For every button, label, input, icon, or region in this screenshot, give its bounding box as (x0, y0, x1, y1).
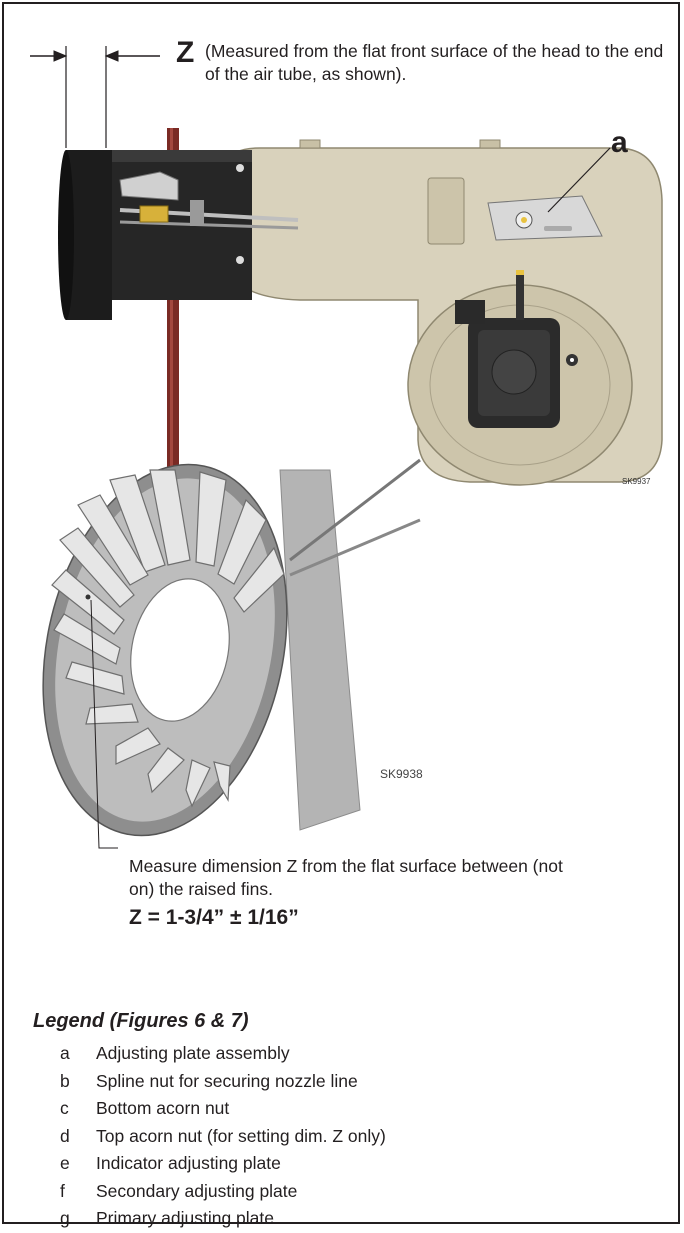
legend-list: a Adjusting plate assembly b Spline nut fo… (60, 1040, 386, 1233)
legend-item: b Spline nut for securing nozzle line (60, 1068, 386, 1096)
legend-item: c Bottom acorn nut (60, 1095, 386, 1123)
legend-key: g (60, 1208, 70, 1229)
legend-text: Secondary adjusting plate (96, 1180, 298, 1201)
measure-note: Measure dimension Z from the flat surfac… (129, 856, 563, 899)
legend-key: b (60, 1070, 70, 1091)
dimension-z-label: Z (176, 36, 195, 69)
dimension-z-markers (30, 46, 160, 148)
dimension-z-note: (Measured from the flat front surface of… (205, 41, 664, 84)
legend-key: e (60, 1153, 70, 1174)
legend-item: f Secondary adjusting plate (60, 1178, 386, 1206)
legend-title: Legend (Figures 6 & 7) (33, 1010, 249, 1032)
legend-key: d (60, 1125, 70, 1146)
callout-a-label: a (611, 126, 628, 159)
legend-key: c (60, 1098, 69, 1119)
raised-fins (51, 469, 285, 808)
z-formula: Z = 1-3/4” ± 1/16” (129, 906, 299, 929)
legend-text: Bottom acorn nut (96, 1098, 230, 1119)
head-figure-code: SK9938 (380, 767, 423, 781)
burner-figure-code: SK9937 (622, 477, 651, 486)
burner-assembly (58, 128, 663, 486)
retention-head (42, 458, 421, 849)
legend-text: Indicator adjusting plate (96, 1153, 281, 1174)
legend-item: d Top acorn nut (for setting dim. Z only) (60, 1123, 386, 1151)
legend-text: Primary adjusting plate (96, 1208, 274, 1229)
legend-key: f (60, 1180, 65, 1201)
legend-item: g Primary adjusting plate (60, 1205, 386, 1233)
legend-text: Adjusting plate assembly (96, 1043, 290, 1064)
legend-item: a Adjusting plate assembly (60, 1040, 386, 1068)
legend-text: Top acorn nut (for setting dim. Z only) (96, 1125, 386, 1146)
legend-key: a (60, 1043, 70, 1064)
legend-text: Spline nut for securing nozzle line (96, 1070, 358, 1091)
legend-item: e Indicator adjusting plate (60, 1150, 386, 1178)
